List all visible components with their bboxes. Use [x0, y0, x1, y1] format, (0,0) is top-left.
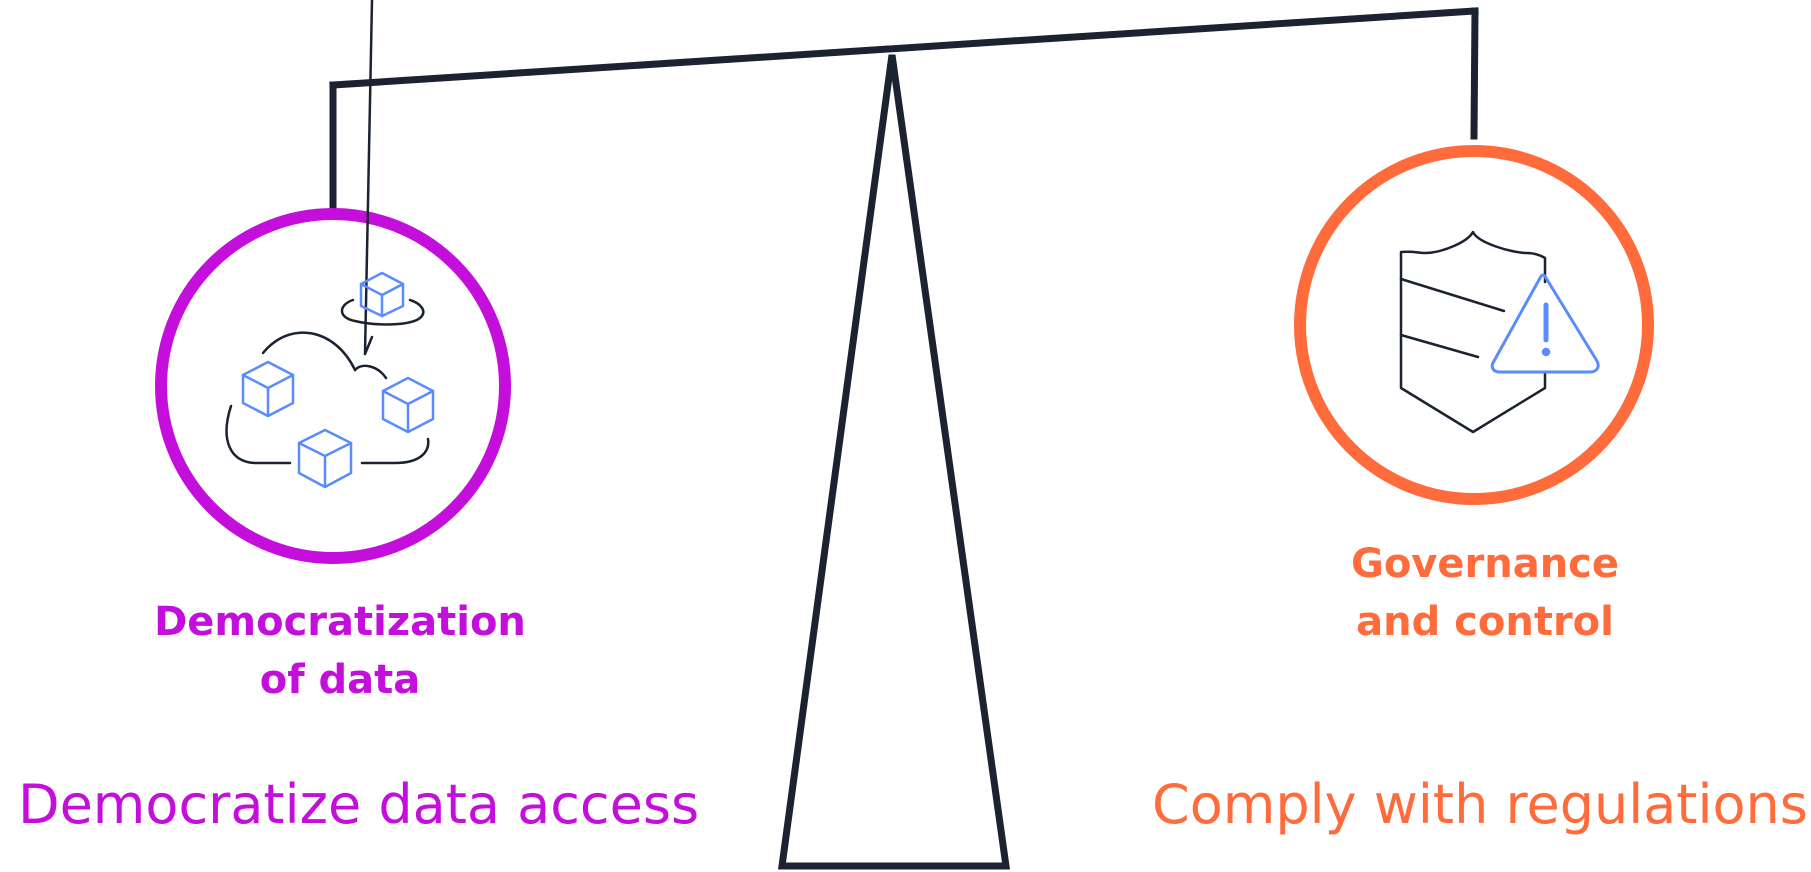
governance-label: Governance and control — [1285, 535, 1685, 651]
left-pan-circle — [155, 208, 511, 564]
governance-label-line1: Governance — [1350, 541, 1620, 587]
scale-beam — [329, 7, 1479, 209]
right-hanger — [1470, 7, 1479, 140]
governance-label-line2: and control — [1356, 599, 1614, 645]
democratize-tagline: Democratize data access — [18, 773, 700, 836]
democratization-label-line2: of data — [259, 657, 421, 703]
democratization-label-line1: Democratization — [154, 599, 526, 645]
comply-tagline: Comply with regulations — [1152, 773, 1808, 836]
shield-warning-icon — [1399, 230, 1600, 434]
right-pan-circle — [1294, 145, 1654, 505]
beam-bar — [329, 7, 1479, 89]
distributed-data-cubes-icon — [225, 0, 435, 489]
democratization-label: Democratization of data — [140, 593, 540, 709]
fulcrum-stand — [777, 54, 1011, 870]
